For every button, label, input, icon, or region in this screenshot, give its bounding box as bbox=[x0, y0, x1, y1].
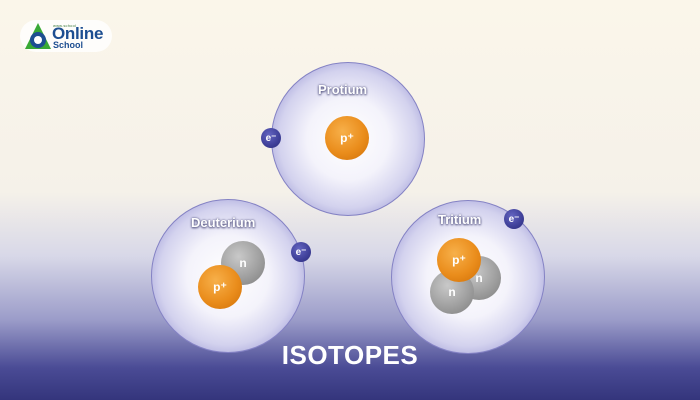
electron-label: e⁻ bbox=[508, 213, 520, 225]
electron-label: e⁻ bbox=[265, 132, 277, 144]
logo-sub-text: School bbox=[53, 40, 84, 50]
proton-label: p⁺ bbox=[452, 253, 466, 267]
neutron-label: n bbox=[448, 285, 456, 299]
neutron-label: n bbox=[475, 271, 483, 285]
tritium-proton: p⁺ bbox=[437, 238, 481, 282]
proton-label: p⁺ bbox=[213, 280, 227, 294]
neutron-label: n bbox=[239, 256, 247, 270]
deuterium-label: Deuterium bbox=[191, 215, 256, 230]
logo-mark-icon bbox=[25, 23, 51, 49]
deuterium-proton: p⁺ bbox=[198, 265, 242, 309]
tritium-electron: e⁻ bbox=[504, 209, 524, 229]
online-school-logo[interactable]: www.school Online School bbox=[20, 20, 116, 54]
logo-main-text: Online bbox=[52, 24, 104, 43]
protium-label: Protium bbox=[318, 82, 368, 97]
protium-proton: p⁺ bbox=[325, 116, 369, 160]
deuterium-electron: e⁻ bbox=[291, 242, 311, 262]
tritium-label: Tritium bbox=[438, 212, 482, 227]
page-title: ISOTOPES bbox=[281, 340, 419, 370]
electron-label: e⁻ bbox=[295, 246, 307, 258]
proton-label: p⁺ bbox=[340, 131, 354, 145]
protium-electron: e⁻ bbox=[261, 128, 281, 148]
logo-small-text: www.school bbox=[53, 23, 77, 28]
